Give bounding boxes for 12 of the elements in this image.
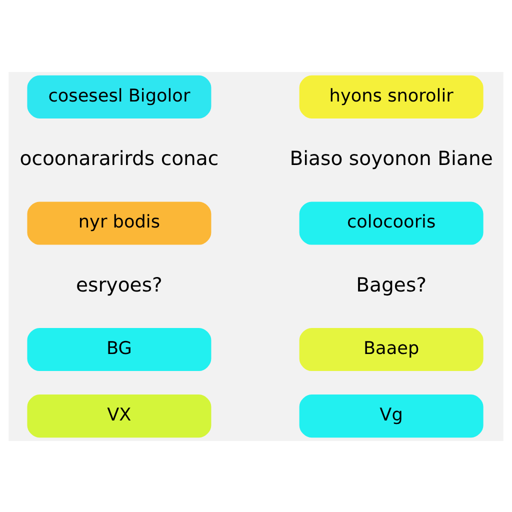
label: Bages? <box>356 272 427 296</box>
node-box: colocooris <box>299 201 484 244</box>
node-box: cosesesl Bigolor <box>27 74 212 118</box>
node-box: nyr bodis <box>27 201 212 244</box>
label: esryoes? <box>76 272 162 296</box>
label: Biaso soyonon Biane <box>290 146 493 170</box>
node-box: VX <box>27 394 212 438</box>
node-box: Baaep <box>299 327 484 371</box>
node-box: hyons snorolir <box>299 74 484 118</box>
node-box: BG <box>27 327 212 371</box>
label: ocoonararirds conac <box>20 146 219 170</box>
node-box: Vg <box>299 394 484 438</box>
